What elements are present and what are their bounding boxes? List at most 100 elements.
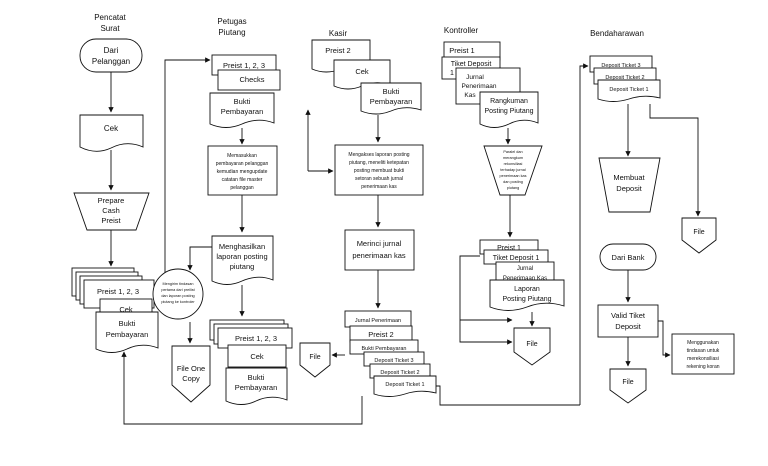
file-bendaharawan-1: File xyxy=(681,217,717,254)
svg-text:rekening koran: rekening koran xyxy=(686,364,719,370)
svg-text:Cek: Cek xyxy=(104,124,119,133)
connector-kasir-to-bendaharawan xyxy=(436,385,580,406)
svg-text:File: File xyxy=(693,229,704,236)
process-valid-tiket-deposit: Valid Tiket Deposit xyxy=(597,304,659,338)
svg-text:Deposit Ticket 2: Deposit Ticket 2 xyxy=(380,370,419,376)
lane-title-bendaharawan: Bendaharawan xyxy=(590,29,644,38)
svg-text:Bukti: Bukti xyxy=(383,87,400,96)
svg-text:Pembayaran: Pembayaran xyxy=(221,107,264,116)
svg-text:Deposit Ticket 3: Deposit Ticket 3 xyxy=(374,358,413,364)
svg-text:Menghasilkan: Menghasilkan xyxy=(219,242,265,251)
terminator-dari-pelanggan: Dari Pelanggan xyxy=(79,38,143,73)
file-bendaharawan-2: File xyxy=(609,368,647,404)
svg-text:catatan file master: catatan file master xyxy=(222,177,263,183)
svg-text:dan posting: dan posting xyxy=(503,180,523,184)
manual-op-rekonsiliasi: Paralel dan merangkum rekonsiliasi terha… xyxy=(483,145,543,196)
svg-text:Penerimaan: Penerimaan xyxy=(461,83,496,90)
svg-text:piutang: piutang xyxy=(507,186,519,190)
svg-text:Checks: Checks xyxy=(239,75,264,84)
svg-text:Pelanggan: Pelanggan xyxy=(92,57,130,66)
document-stack-bendaharawan: Deposit Ticket 3 Deposit Ticket 2 Deposi… xyxy=(589,55,661,102)
svg-text:Preist 2: Preist 2 xyxy=(368,330,393,339)
annotation-rekonsiliasi-rekening: Menggunakan tindasan untuk merekonsilias… xyxy=(671,333,735,375)
svg-text:Posting Piutang: Posting Piutang xyxy=(502,296,551,303)
svg-text:penerimaan kas: penerimaan kas xyxy=(499,174,526,178)
terminator-dari-bank: Dari Bank xyxy=(599,243,657,271)
svg-text:Preist 1: Preist 1 xyxy=(449,46,474,55)
process-merinci-jurnal: Merinci jurnal penerimaan kas xyxy=(344,229,415,271)
svg-text:Bukti: Bukti xyxy=(248,373,265,382)
lane-title-kasir: Kasir xyxy=(329,29,348,38)
svg-text:Cek: Cek xyxy=(355,67,369,76)
svg-text:1: 1 xyxy=(450,70,454,77)
svg-text:Pembayaran: Pembayaran xyxy=(235,383,278,392)
process-memasukkan-pembayaran: Memasukkan pembayaran pelanggan kemudian… xyxy=(207,145,278,196)
svg-text:penerimaan kas: penerimaan kas xyxy=(361,184,397,190)
svg-text:rekonsiliasi: rekonsiliasi xyxy=(504,162,523,166)
svg-text:Pembayaran: Pembayaran xyxy=(106,330,149,339)
svg-text:Paralel dan: Paralel dan xyxy=(503,150,522,154)
svg-text:Deposit Ticket 1: Deposit Ticket 1 xyxy=(609,87,648,93)
process-mengakses-laporan: Mengakses laporan posting piutang, menel… xyxy=(334,144,424,196)
svg-text:penerimaan kas: penerimaan kas xyxy=(352,251,406,260)
svg-text:Prepare: Prepare xyxy=(98,196,125,205)
file-kasir: File xyxy=(299,342,331,378)
svg-text:piutang, meneliti ketepatan: piutang, meneliti ketepatan xyxy=(349,160,409,166)
connector-circle-kirim-tindasan: Mengirim tindasan pertama dari preilist … xyxy=(152,268,204,320)
svg-text:piutang: piutang xyxy=(230,262,255,271)
svg-text:Copy: Copy xyxy=(182,374,200,383)
connector-return-to-pencatat xyxy=(121,351,363,425)
svg-text:File: File xyxy=(622,379,633,386)
svg-text:Tiket Deposit 1: Tiket Deposit 1 xyxy=(493,255,540,262)
svg-text:File One: File One xyxy=(177,364,205,373)
svg-text:posting membuat bukti: posting membuat bukti xyxy=(354,168,404,174)
svg-text:Membuat: Membuat xyxy=(613,173,645,182)
document-stack-petugas-bottom: Preist 1, 2, 3 Cek Bukti Pembayaran xyxy=(209,319,293,405)
document-stack-kontroller-top: Preist 1 Tiket Deposit 1 Jurnal Penerima… xyxy=(441,41,539,128)
svg-text:Mengirim tindasan: Mengirim tindasan xyxy=(162,282,193,286)
svg-text:Dari Bank: Dari Bank xyxy=(612,253,645,262)
svg-text:kemudian mengupdate: kemudian mengupdate xyxy=(217,169,268,175)
svg-text:Memasukkan: Memasukkan xyxy=(227,153,257,159)
svg-text:Deposit: Deposit xyxy=(615,322,641,331)
svg-text:Pembayaran: Pembayaran xyxy=(370,97,413,106)
lane-title-pencatat-2: Surat xyxy=(100,24,120,33)
svg-text:Laporan: Laporan xyxy=(514,286,540,293)
svg-text:Bukti: Bukti xyxy=(234,97,251,106)
svg-text:pelanggan: pelanggan xyxy=(230,185,254,191)
svg-text:Dari: Dari xyxy=(104,46,119,55)
svg-text:Bukti: Bukti xyxy=(119,319,136,328)
svg-text:Tiket Deposit: Tiket Deposit xyxy=(451,61,492,68)
svg-text:Deposit Ticket 2: Deposit Ticket 2 xyxy=(605,75,644,81)
svg-text:Merinci jurnal: Merinci jurnal xyxy=(357,239,402,248)
svg-text:Deposit Ticket 3: Deposit Ticket 3 xyxy=(601,63,640,69)
svg-text:setoran sebuah jurnal: setoran sebuah jurnal xyxy=(355,176,403,182)
file-one-copy: File One Copy xyxy=(171,345,211,403)
manual-op-membuat-deposit: Membuat Deposit xyxy=(598,157,661,213)
svg-text:File: File xyxy=(526,341,537,348)
svg-text:Cek: Cek xyxy=(119,305,133,314)
svg-text:Jurnal Penerimaan: Jurnal Penerimaan xyxy=(355,318,401,324)
svg-text:Jurnal: Jurnal xyxy=(466,74,484,81)
svg-text:merekonsiliasi: merekonsiliasi xyxy=(687,356,719,362)
svg-text:Preist 2: Preist 2 xyxy=(325,46,350,55)
svg-text:pertama dari preilist: pertama dari preilist xyxy=(161,288,195,292)
svg-text:Penerimaan Kas: Penerimaan Kas xyxy=(503,276,547,282)
document-stack-kontroller-bottom: Preist 1 Tiket Deposit 1 Jurnal Penerima… xyxy=(479,239,565,311)
document-stack-petugas-top: Preist 1, 2, 3 Checks Bukti Pembayaran xyxy=(209,54,281,128)
file-kontroller: File xyxy=(513,327,551,366)
svg-text:laporan posting: laporan posting xyxy=(216,252,267,261)
document-stack-kasir-bottom: Jurnal Penerimaan Preist 2 Bukti Pembaya… xyxy=(344,310,437,397)
svg-text:Jurnal: Jurnal xyxy=(517,266,533,272)
svg-text:Preist 1, 2, 3: Preist 1, 2, 3 xyxy=(223,61,265,70)
lane-title-kontroller: Kontroller xyxy=(444,26,479,35)
svg-text:File: File xyxy=(309,354,320,361)
svg-text:dan laporan posting: dan laporan posting xyxy=(161,294,194,298)
svg-text:Deposit: Deposit xyxy=(616,184,642,193)
svg-text:Menggunakan: Menggunakan xyxy=(687,340,719,346)
svg-text:tindasan untuk: tindasan untuk xyxy=(687,348,720,354)
svg-text:Preist 1: Preist 1 xyxy=(497,245,521,252)
lane-title-pencatat-1: Pencatat xyxy=(94,13,126,22)
document-stack-pencatat: Preist 1, 2, 3 Cek Bukti Pembayaran xyxy=(71,267,159,353)
